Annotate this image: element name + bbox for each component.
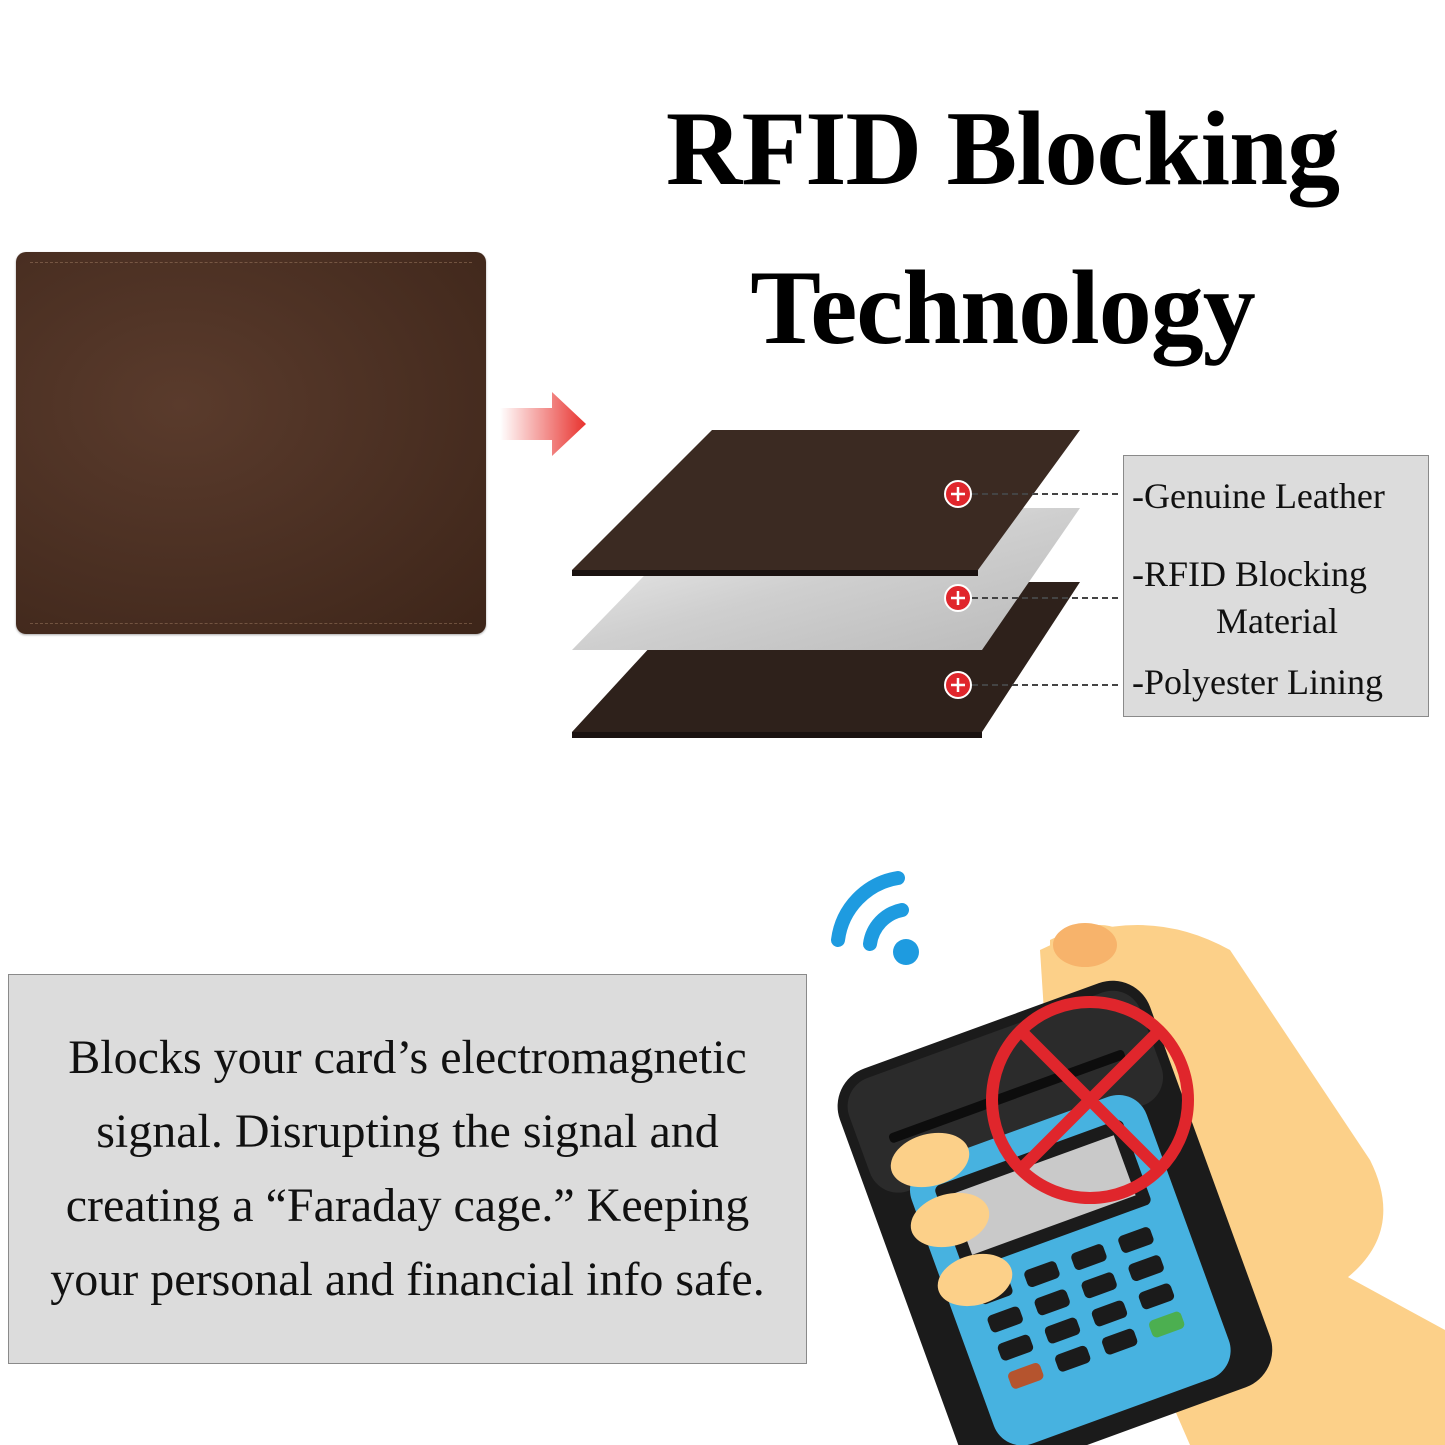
- prohibited-icon: [986, 996, 1194, 1204]
- description-panel: Blocks your card’s electromagnetic signa…: [8, 974, 807, 1364]
- wallet-image: [16, 252, 486, 634]
- title-line-1: RFID Blocking: [665, 90, 1340, 207]
- legend-polyester-lining: -Polyester Lining: [1132, 662, 1383, 702]
- arrow-icon: [500, 392, 586, 456]
- title-line-2: Technology: [750, 249, 1255, 366]
- layers-legend: -Genuine Leather -RFID Blocking Material…: [1123, 455, 1429, 717]
- layers-diagram: [500, 392, 1120, 738]
- layer-genuine-leather: [572, 430, 1080, 570]
- legend-rfid-blocking: -RFID Blocking: [1132, 554, 1368, 594]
- marker-polyester: [944, 671, 1120, 699]
- legend-rfid-material: Material: [1216, 601, 1338, 641]
- description-text: Blocks your card’s electromagnetic signa…: [50, 1031, 765, 1306]
- wifi-signal-icon: [831, 871, 919, 965]
- marker-leather: [944, 480, 1120, 508]
- card-reader-illustration: [831, 871, 1445, 1445]
- legend-genuine-leather: -Genuine Leather: [1132, 476, 1385, 516]
- marker-rfid: [944, 584, 1120, 612]
